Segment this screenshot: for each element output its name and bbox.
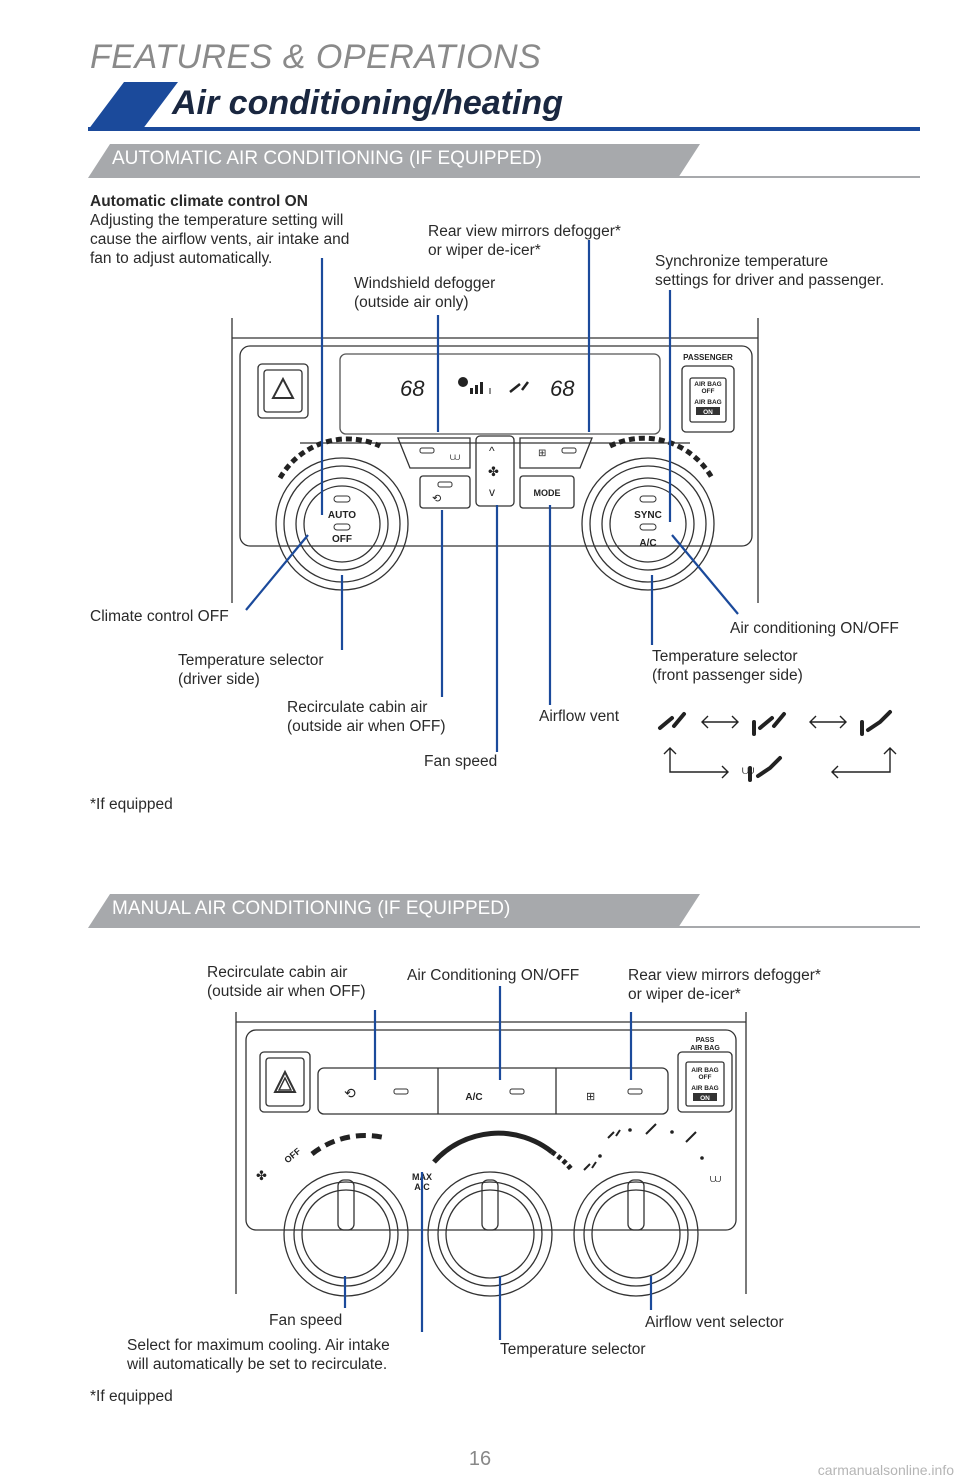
manual-banner-title: MANUAL AIR CONDITIONING (IF EQUIPPED) xyxy=(112,898,511,919)
temp-passenger-label-2: (front passenger side) xyxy=(652,667,803,684)
manual-max-cooling-label-2: will automatically be set to recirculate… xyxy=(127,1356,388,1373)
manual-airbag-pass-label-2: AIR BAG xyxy=(690,1045,720,1052)
manual-ac-label: Air Conditioning ON/OFF xyxy=(407,967,580,984)
manual-airbag-on-label-2: ON xyxy=(700,1095,710,1102)
auto-intro-line2: cause the airflow vents, air intake and xyxy=(90,231,350,248)
sync-button-label: SYNC xyxy=(634,510,662,521)
auto-rear-defog-label-1: Rear view mirrors defogger* xyxy=(428,223,621,240)
manual-defrost-icon: ⩊ xyxy=(710,1173,721,1185)
airbag-off-label-1: AIR BAG xyxy=(694,381,721,388)
manual-banner-shape xyxy=(88,894,920,928)
auto-leader-lines xyxy=(245,240,739,752)
auto-banner-shape xyxy=(88,144,920,178)
temp-driver-label-1: Temperature selector xyxy=(178,652,324,669)
auto-airflow-label: Airflow vent xyxy=(539,708,620,725)
manual-rear-defog-label-1: Rear view mirrors defogger* xyxy=(628,967,821,984)
airflow-feet-defrost-icon xyxy=(748,756,782,782)
auto-intro-title: Automatic climate control ON xyxy=(90,193,308,210)
auto-intro-line1: Adjusting the temperature setting will xyxy=(90,212,344,229)
auto-fan-label: Fan speed xyxy=(424,753,498,770)
display-airflow-icon xyxy=(509,381,529,393)
auto-sync-label-1: Synchronize temperature xyxy=(655,253,829,270)
manual-max-cooling-label-1: Select for maximum cooling. Air intake xyxy=(127,1337,390,1354)
auto-windshield-label-2: (outside air only) xyxy=(354,294,469,311)
airbag-on-label-1: AIR BAG xyxy=(694,399,721,406)
display-left-temp: 68 xyxy=(400,376,425,401)
manual-recirc-label-2: (outside air when OFF) xyxy=(207,983,366,1000)
auto-sync-label-2: settings for driver and passenger. xyxy=(655,272,885,289)
manual-airbag-on-label-1: AIR BAG xyxy=(691,1085,718,1092)
airbag-on-label-2: ON xyxy=(703,409,713,416)
airbag-passenger-label: PASSENGER xyxy=(683,353,733,362)
page-number: 16 xyxy=(468,1448,492,1470)
display-right-temp: 68 xyxy=(550,376,575,401)
manual-fan-icon: ✤ xyxy=(256,1168,267,1183)
manual-rear-defog-icon: ⊞ xyxy=(586,1091,595,1103)
airflow-cycle-arrows xyxy=(663,715,897,779)
ac-button-label: A/C xyxy=(639,538,656,549)
page-category: FEATURES & OPERATIONS xyxy=(90,38,542,76)
manual-ac-button-label: A/C xyxy=(465,1092,482,1103)
page-title: Air conditioning/heating xyxy=(172,84,563,122)
title-accent-shape xyxy=(88,82,178,130)
title-rule xyxy=(88,127,920,131)
temp-driver-label-2: (driver side) xyxy=(178,671,260,688)
manual-footnote: *If equipped xyxy=(90,1388,173,1405)
auto-button-label: AUTO xyxy=(328,510,356,521)
airflow-feet-icon xyxy=(860,710,892,736)
manual-leader-lines xyxy=(343,986,653,1340)
auto-windshield-label-1: Windshield defogger xyxy=(354,275,496,292)
auto-climate-panel: PASSENGER AIR BAG OFF AIR BAG ON 68 68 ⩊… xyxy=(231,318,759,603)
auto-footnote: *If equipped xyxy=(90,796,173,813)
auto-recirc-label-2: (outside air when OFF) xyxy=(287,718,446,735)
manual-climate-panel: PASS AIR BAG AIR BAG OFF AIR BAG ON ⟲ A/… xyxy=(235,1012,747,1297)
manual-airbag-off-label-2: OFF xyxy=(699,1074,712,1081)
manual-airflow-label: Airflow vent selector xyxy=(645,1314,784,1331)
auto-recirc-label-1: Recirculate cabin air xyxy=(287,699,428,716)
climate-off-label: Climate control OFF xyxy=(90,608,229,625)
display-fan-icon xyxy=(458,377,491,394)
auto-ac-onoff-label: Air conditioning ON/OFF xyxy=(730,620,899,637)
auto-rear-defog-label-2: or wiper de-icer* xyxy=(428,242,541,259)
airflow-mode-cycle: ⩊ xyxy=(658,710,897,782)
manual-airflow-icons xyxy=(583,1123,697,1171)
airflow-face-icon xyxy=(658,712,686,730)
off-button-label: OFF xyxy=(332,534,352,545)
manual-rear-defog-label-2: or wiper de-icer* xyxy=(628,986,741,1003)
manual-temp-label: Temperature selector xyxy=(500,1341,646,1358)
auto-intro-line3: fan to adjust automatically. xyxy=(90,250,273,267)
fan-up-icon: ^ xyxy=(489,444,495,458)
defrost-small-icon: ⩊ xyxy=(742,763,754,777)
airflow-bilevel-icon xyxy=(752,712,786,736)
auto-banner-title: AUTOMATIC AIR CONDITIONING (IF EQUIPPED) xyxy=(112,148,542,169)
temp-passenger-label-1: Temperature selector xyxy=(652,648,798,665)
manual-recirc-icon: ⟲ xyxy=(344,1085,356,1101)
airbag-off-label-2: OFF xyxy=(702,388,715,395)
windshield-defog-icon: ⩊ xyxy=(450,452,460,463)
fan-icon: ✤ xyxy=(488,464,499,479)
watermark: carmanualsonline.info xyxy=(817,1462,954,1478)
fan-down-icon: v xyxy=(489,485,495,499)
manual-fan-label: Fan speed xyxy=(269,1312,343,1329)
recirculate-icon: ⟲ xyxy=(432,493,441,505)
rear-defog-icon: ⊞ xyxy=(538,448,546,459)
manual-recirc-label-1: Recirculate cabin air xyxy=(207,964,348,981)
manual-airbag-pass-label-1: PASS xyxy=(696,1037,715,1044)
mode-button-label: MODE xyxy=(534,488,561,498)
manual-airbag-off-label-1: AIR BAG xyxy=(691,1067,718,1074)
